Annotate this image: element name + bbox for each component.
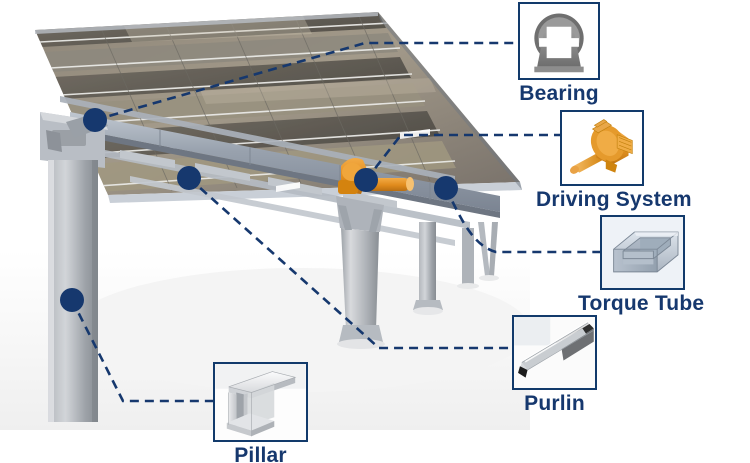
pillar-icon-box bbox=[213, 362, 308, 442]
callout-label-purlin: Purlin bbox=[524, 392, 585, 415]
callout-label-bearing: Bearing bbox=[519, 82, 599, 105]
callout-driving-system[interactable]: Driving System bbox=[536, 110, 691, 211]
c-channel-purlin-icon bbox=[514, 317, 594, 378]
bearing-icon bbox=[534, 13, 584, 73]
purlin-icon-box bbox=[512, 315, 597, 390]
callout-torque-tube[interactable]: Torque Tube bbox=[578, 215, 704, 315]
slew-drive-icon bbox=[569, 119, 633, 174]
square-tube-icon bbox=[613, 231, 679, 273]
support-pillar-left bbox=[40, 112, 108, 422]
driving-system-icon-box bbox=[560, 110, 644, 186]
callout-purlin[interactable]: Purlin bbox=[512, 315, 597, 415]
pillar-shaft bbox=[48, 160, 98, 422]
bearing-icon-box bbox=[518, 2, 600, 80]
h-beam-icon bbox=[215, 364, 306, 437]
torque-tube-icon-box bbox=[600, 215, 685, 290]
support-pillar-mid bbox=[336, 196, 385, 349]
callout-label-torque-tube: Torque Tube bbox=[578, 292, 705, 315]
callout-label-pillar: Pillar bbox=[234, 444, 287, 463]
callout-label-driving-system: Driving System bbox=[536, 188, 692, 211]
callout-pillar[interactable]: Pillar bbox=[213, 362, 308, 463]
callout-bearing[interactable]: Bearing bbox=[518, 2, 600, 105]
